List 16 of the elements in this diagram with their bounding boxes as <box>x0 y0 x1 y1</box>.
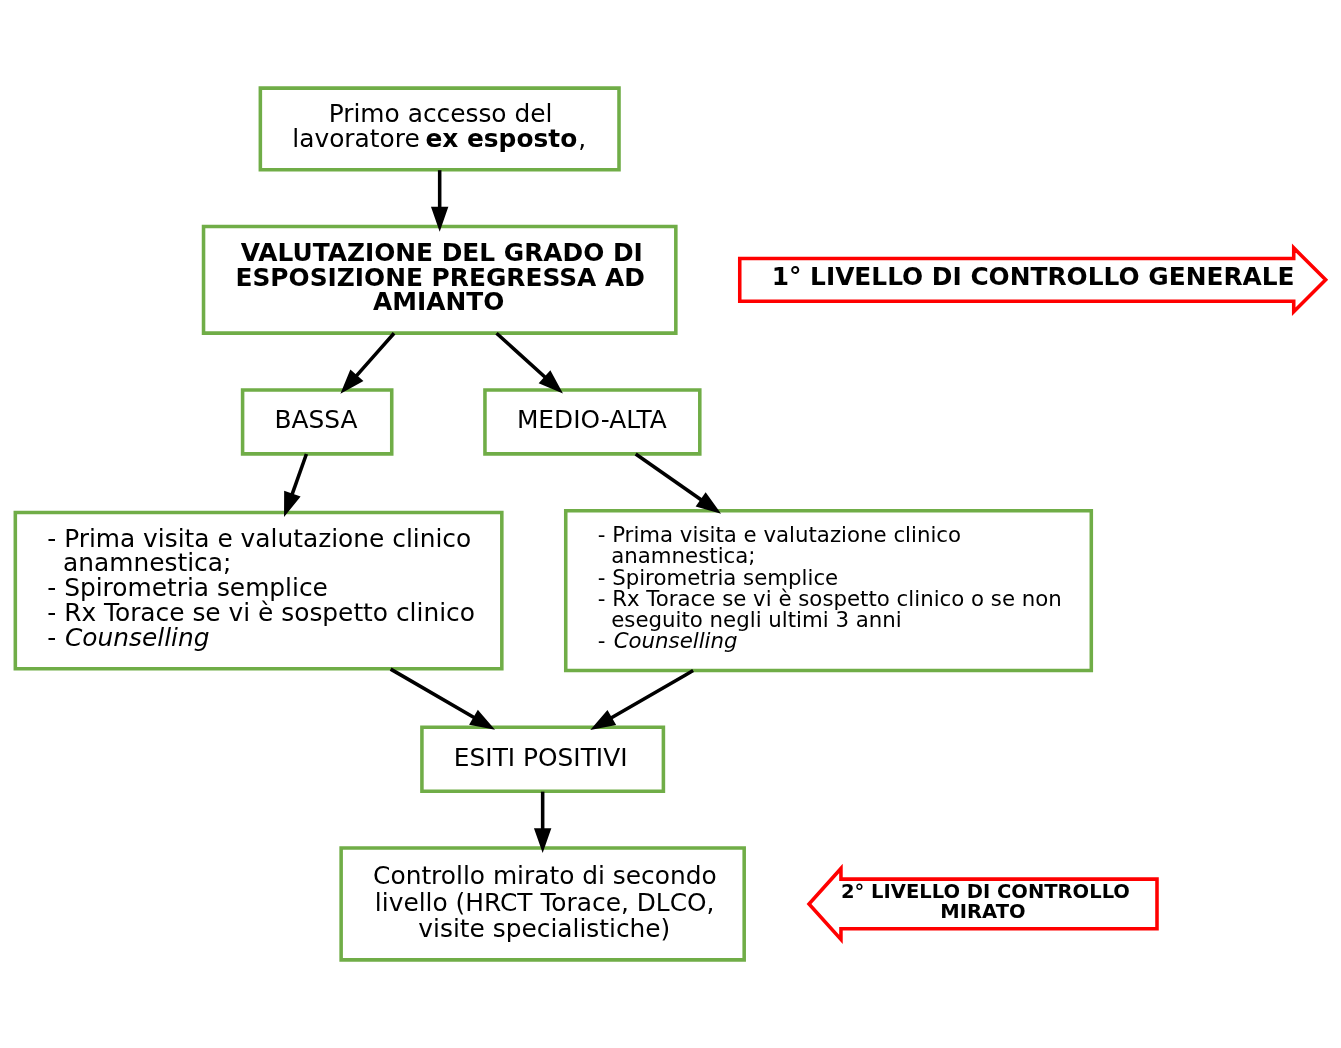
arrow <box>340 332 396 394</box>
node-box: ESITI POSITIVI <box>420 725 666 793</box>
arrow <box>389 667 495 730</box>
node-box: Primo accesso del lavoratore ex esposto, <box>258 86 621 172</box>
arrow <box>430 170 449 232</box>
arrow <box>634 452 722 514</box>
arrow <box>590 669 694 730</box>
node-box: MEDIO-ALTA <box>483 388 702 456</box>
node-box: BASSA <box>240 388 394 456</box>
arrow <box>533 791 552 854</box>
arrow <box>495 331 563 394</box>
node-box: VALUTAZIONE DEL GRADO DI ESPOSIZIONE PREGRESSA AD AMIANTO <box>201 224 678 335</box>
node-box: - Prima visita e valutazione clinico anamnestica; - Spirometria semplice - Rx Torace se vi è sospetto clinico o se non eseguito negli ultimi 3 anni - Counselling <box>563 508 1094 673</box>
node-box: - Prima visita e valutazione clinico anamnestica; - Spirometria semplice - Rx Torace se vi è sospetto clinico - Counselling <box>13 510 504 671</box>
node-box: Controllo mirato di secondo livello (HRCT Torace, DLCO, visite specialistiche) <box>339 846 746 962</box>
arrow <box>284 453 309 518</box>
